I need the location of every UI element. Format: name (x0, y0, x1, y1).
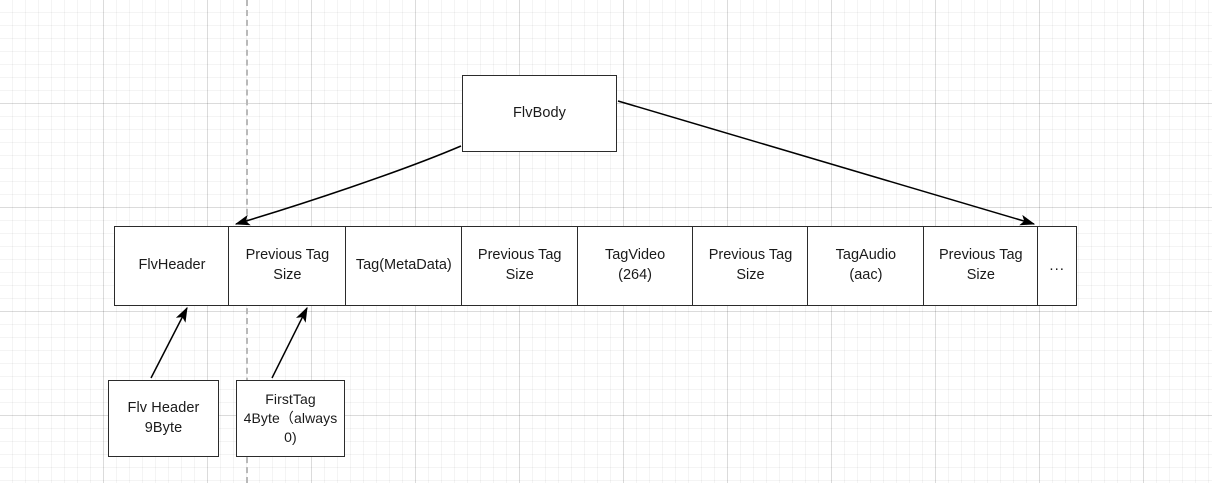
stream-cell-label: FlvHeader (138, 257, 206, 274)
stream-cell-label: Previous Tag Size (939, 247, 1023, 283)
arrow-flvbody-to-stream-start (234, 145, 462, 226)
flvbody-label: FlvBody (512, 104, 567, 121)
stream-cell-tag-metadata[interactable]: Tag(MetaData) (344, 226, 463, 306)
stream-cell-previous-tag-size-4[interactable]: Previous Tag Size (922, 226, 1039, 306)
flv-header-note-label: Flv Header 9Byte (127, 399, 200, 436)
stream-cell-label: Previous Tag Size (708, 247, 793, 283)
arrow-note-to-flv-header (150, 306, 188, 379)
stream-cell-label: TagAudio (aac) (835, 247, 897, 283)
stream-cell-tag-audio[interactable]: TagAudio (aac) (807, 226, 925, 306)
stream-cell-label: TagVideo (264) (604, 247, 666, 283)
arrow-flvbody-to-stream-end (617, 100, 1036, 226)
flvbody-box[interactable]: FlvBody (462, 75, 617, 152)
arrow-note-to-previous-tag-size (271, 306, 308, 379)
stream-cell-label: ... (1049, 256, 1065, 274)
stream-cell-label: Previous Tag Size (245, 247, 330, 283)
stream-cell-tag-video[interactable]: TagVideo (264) (576, 226, 694, 306)
stream-cell-previous-tag-size-2[interactable]: Previous Tag Size (461, 226, 579, 306)
first-tag-note-label: FirstTag 4Byte（always 0) (243, 391, 338, 445)
stream-cell-label: Previous Tag Size (477, 247, 562, 283)
stream-cell-flv-header[interactable]: FlvHeader (114, 226, 230, 306)
stream-cell-previous-tag-size-1[interactable]: Previous Tag Size (228, 226, 347, 306)
first-tag-note-box[interactable]: FirstTag 4Byte（always 0) (236, 380, 345, 457)
stream-cell-previous-tag-size-3[interactable]: Previous Tag Size (692, 226, 809, 306)
stream-cell-label: Tag(MetaData) (355, 257, 452, 274)
stream-cell-stream-continues[interactable]: ... (1037, 226, 1078, 306)
flv-header-note-box[interactable]: Flv Header 9Byte (108, 380, 219, 457)
